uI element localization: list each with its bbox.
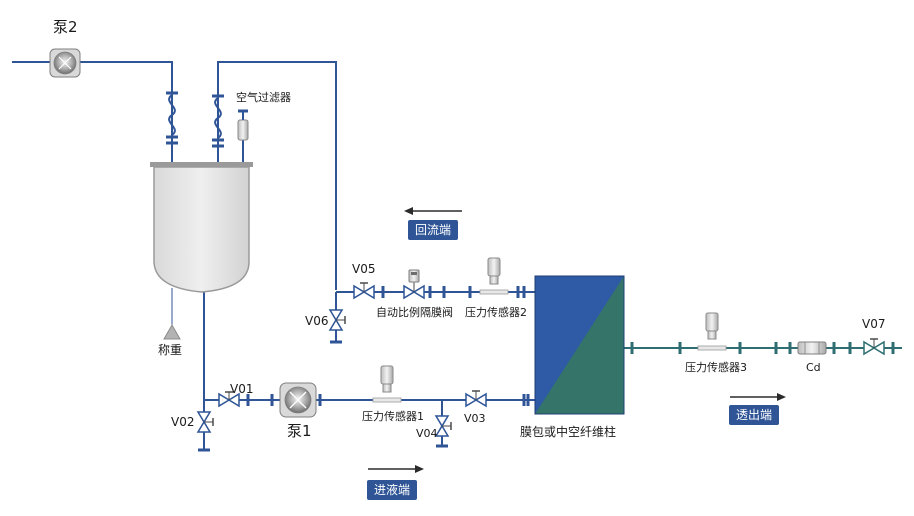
tank-vessel[interactable] [150, 162, 253, 293]
flow-arrow-icon [730, 393, 786, 401]
scale-label: 称重 [158, 343, 183, 357]
air-filter-label: 空气过滤器 [236, 91, 291, 104]
v02-label: V02 [171, 415, 195, 429]
module-label: 膜包或中空纤维柱 [520, 425, 617, 439]
proportional-diaphragm-valve[interactable] [403, 269, 425, 300]
pressure-sensor-icon [705, 312, 719, 332]
retentate-tag: 回流端 [408, 220, 459, 240]
valve-v07[interactable] [863, 338, 885, 356]
pressure-sensor-1[interactable] [372, 365, 402, 403]
v06-label: V06 [305, 314, 329, 328]
pressure-sensor-3[interactable] [697, 312, 727, 351]
flow-arrow-icon [368, 465, 424, 473]
valve-v04[interactable] [434, 415, 452, 437]
tank-lid [150, 162, 253, 167]
weight-triangle-icon [163, 323, 181, 340]
tank-body [153, 166, 250, 293]
valve-v05[interactable] [353, 282, 375, 300]
pipe-segment [217, 61, 337, 290]
v04-label: V04 [416, 427, 438, 440]
valve-v06[interactable] [328, 309, 346, 331]
flow-arrow-icon [404, 207, 462, 215]
proportional-valve-label: 自动比例隔膜阀 [376, 306, 453, 319]
flexible-hose-icon [214, 97, 222, 139]
air-filter-icon[interactable] [237, 111, 249, 141]
pressure-sensor-icon [487, 257, 501, 277]
conductivity-sensor[interactable] [797, 341, 827, 355]
permeate-tag: 透出端 [729, 405, 780, 425]
feed-tag: 进液端 [367, 480, 418, 500]
v07-label: V07 [862, 317, 886, 331]
pressure-sensor-2-label: 压力传感器2 [465, 306, 527, 319]
actuator-icon [408, 269, 420, 283]
pressure-sensor-icon [380, 365, 394, 385]
flexible-hose-icon [168, 94, 176, 136]
membrane-module[interactable] [534, 275, 625, 415]
pump2-label: 泵2 [53, 18, 78, 36]
valve-v03[interactable] [465, 390, 487, 408]
v01-label: V01 [230, 382, 254, 396]
pump-1[interactable] [279, 382, 317, 418]
pipe-network [12, 61, 535, 450]
pump-2[interactable] [49, 48, 81, 78]
pressure-sensor-3-label: 压力传感器3 [685, 361, 747, 374]
valve-v01[interactable] [218, 391, 240, 408]
flange-set [166, 91, 530, 452]
module-retentate-side [535, 276, 624, 414]
v03-label: V03 [464, 412, 486, 425]
pressure-sensor-1-label: 压力传感器1 [362, 410, 424, 423]
conductivity-sensor-icon [797, 341, 827, 355]
pipe-segment [80, 61, 173, 162]
cd-label: Cd [806, 361, 821, 374]
permeate-flange-set [630, 342, 895, 354]
pressure-sensor-2[interactable] [479, 257, 509, 295]
v05-label: V05 [352, 262, 376, 276]
valve-v02[interactable] [196, 411, 214, 433]
pump1-label: 泵1 [287, 422, 312, 440]
